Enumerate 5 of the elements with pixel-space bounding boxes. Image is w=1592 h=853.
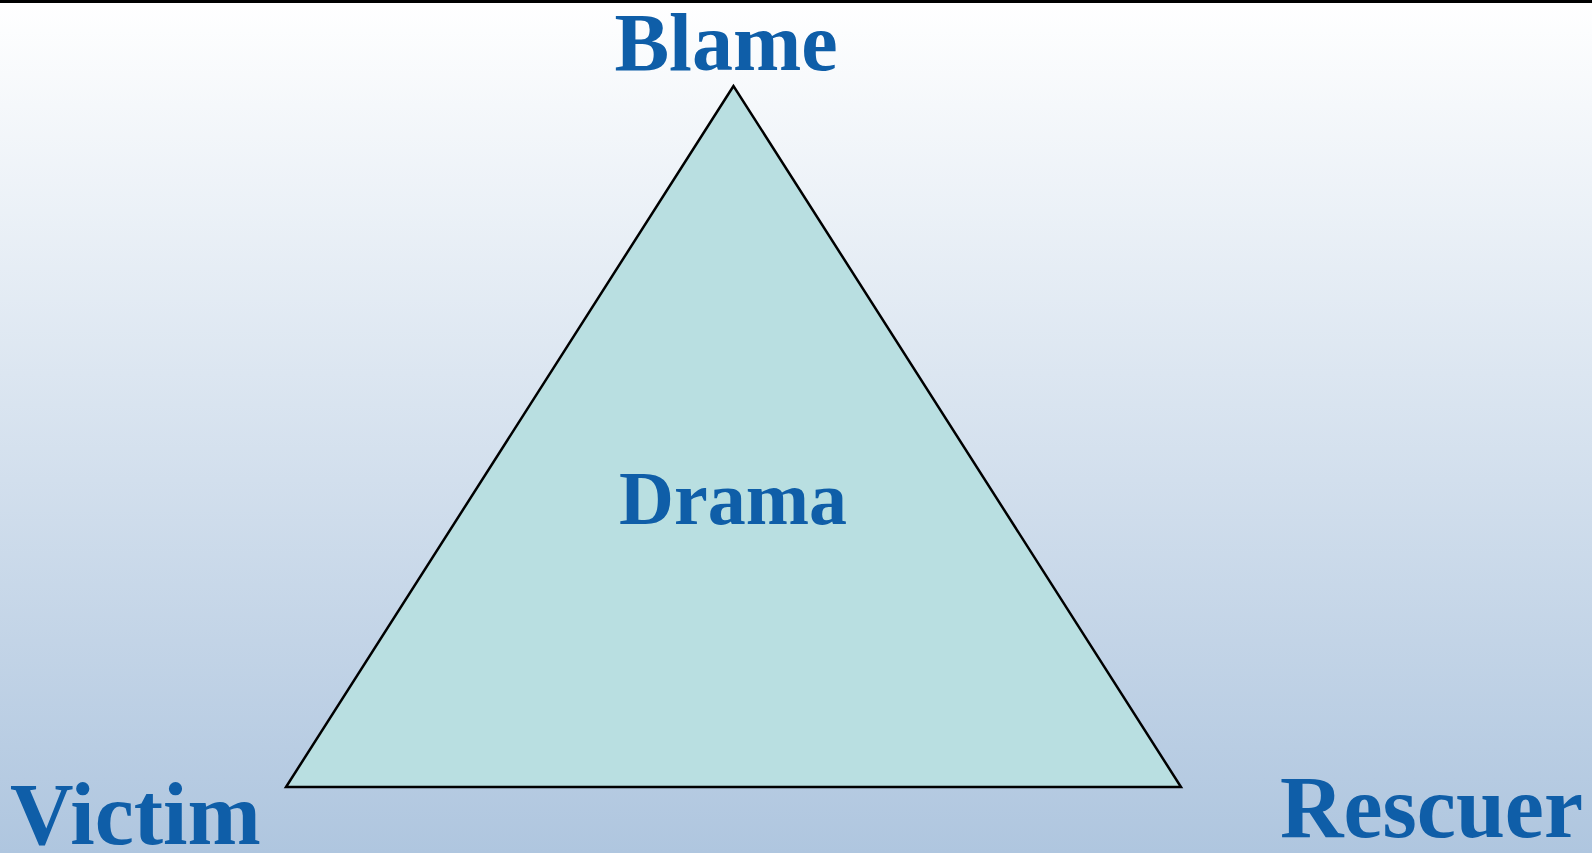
corner-label: Rescuer: [1280, 764, 1583, 852]
corner-label: Victim: [10, 771, 261, 853]
triangle-shape: [285, 85, 1182, 788]
corner-label: Blame: [614, 2, 838, 84]
node-label: Drama: [619, 460, 847, 536]
